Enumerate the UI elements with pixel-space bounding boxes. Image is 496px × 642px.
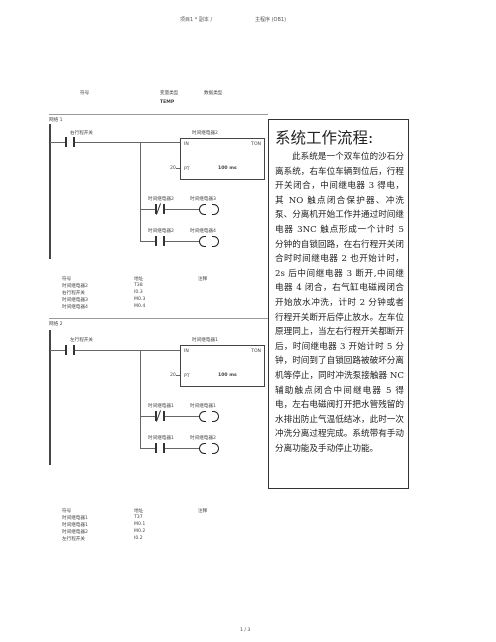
network2-timer-pt: 20 <box>170 373 176 378</box>
page-number: 1 / 3 <box>240 628 251 633</box>
network1-row2-contact-label: 时间继电器2 <box>148 197 174 202</box>
var-col-datatype: 数据类型 <box>204 91 223 96</box>
network2-contact-label: 左行程开关 <box>70 338 93 343</box>
network2-row3-contact[interactable] <box>155 443 165 453</box>
var-col-symbol: 符号 <box>80 91 90 96</box>
network1-row3-coil[interactable] <box>199 236 219 247</box>
table-cell: I0.2 <box>134 536 143 541</box>
table-header: 地址 <box>134 509 144 514</box>
network2-timer-base: 100 ms <box>218 373 237 378</box>
network1-row3-contact-label: 时间继电器2 <box>148 229 174 234</box>
network2-row3-coil-label: 时间继电器2 <box>190 436 216 441</box>
table-cell: 右行程开关 <box>62 291 85 296</box>
table-header: 符号 <box>62 509 72 514</box>
network2-separator <box>49 318 268 319</box>
network2-row3-contact-label: 时间继电器1 <box>148 436 174 441</box>
network2-row2-coil[interactable] <box>199 411 219 422</box>
table-cell: M0.1 <box>134 522 146 527</box>
network2-row2-contact[interactable] <box>155 411 165 421</box>
table-cell: M0.3 <box>134 297 146 302</box>
table-cell: 时间继电器1 <box>62 523 88 528</box>
table-cell: 时间继电器4 <box>62 305 88 310</box>
table-cell: 时间继电器2 <box>62 284 88 289</box>
workflow-description-panel: 系统工作流程: 此系统是一个双车位的沙石分离系统，右车位车辆到位后，行程开关闭合… <box>268 119 409 489</box>
network2-timer-label: 时间继电器1 <box>192 338 218 343</box>
table-header: 注释 <box>198 509 208 514</box>
network2-label: 网络 2 <box>49 322 63 327</box>
table-header: 地址 <box>134 277 144 282</box>
network1-timer-pt: 20 <box>170 166 176 171</box>
table-cell: 时间继电器1 <box>62 516 88 521</box>
table-cell: M0.4 <box>134 304 146 309</box>
network2-contact[interactable] <box>65 345 75 355</box>
network1-timer-label: 时间继电器2 <box>192 131 218 136</box>
network2-timer-block[interactable]: IN TON PT <box>180 345 265 387</box>
network1-separator <box>49 114 268 115</box>
network1-row2-coil[interactable] <box>199 204 219 215</box>
table-cell: 时间继电器3 <box>62 298 88 303</box>
table-cell: 左行程开关 <box>62 537 85 542</box>
network1-row3-contact[interactable] <box>155 236 165 246</box>
network2-row3-coil[interactable] <box>199 443 219 454</box>
network2-row2-contact-label: 时间继电器1 <box>148 404 174 409</box>
network1-label: 网络 1 <box>49 118 63 123</box>
network2-row2-coil-label: 时间继电器1 <box>190 404 216 409</box>
network1-timer-base: 100 ms <box>218 166 237 171</box>
table-header: 符号 <box>62 277 72 282</box>
network1-row2-coil-label: 时间继电器3 <box>190 197 216 202</box>
document-subtitle: 主程序 (OB1) <box>255 17 287 23</box>
network1-contact[interactable] <box>65 137 75 147</box>
table-cell: T37 <box>134 515 143 520</box>
table-cell: 时间继电器2 <box>62 530 88 535</box>
network1-row3-coil-label: 时间继电器4 <box>190 229 216 234</box>
table-cell: T38 <box>134 283 143 288</box>
var-row-temp: TEMP <box>160 100 175 105</box>
table-cell: M0.2 <box>134 529 146 534</box>
network2-power-rail <box>49 330 51 465</box>
network1-contact-label: 右行程开关 <box>70 131 93 136</box>
network1-timer-block[interactable]: IN TON PT <box>180 138 265 180</box>
document-title: 项目1 * 副本 / <box>180 17 213 23</box>
workflow-body: 此系统是一个双车位的沙石分离系统，右车位车辆到位后，行程开关闭合，中间继电器 3… <box>275 152 404 454</box>
table-header: 注释 <box>198 277 208 282</box>
workflow-title: 系统工作流程: <box>275 129 374 147</box>
var-col-vartype: 变量类型 <box>160 91 179 96</box>
network1-power-rail <box>49 124 51 259</box>
network1-row2-contact[interactable] <box>155 204 165 214</box>
table-cell: I0.3 <box>134 290 143 295</box>
